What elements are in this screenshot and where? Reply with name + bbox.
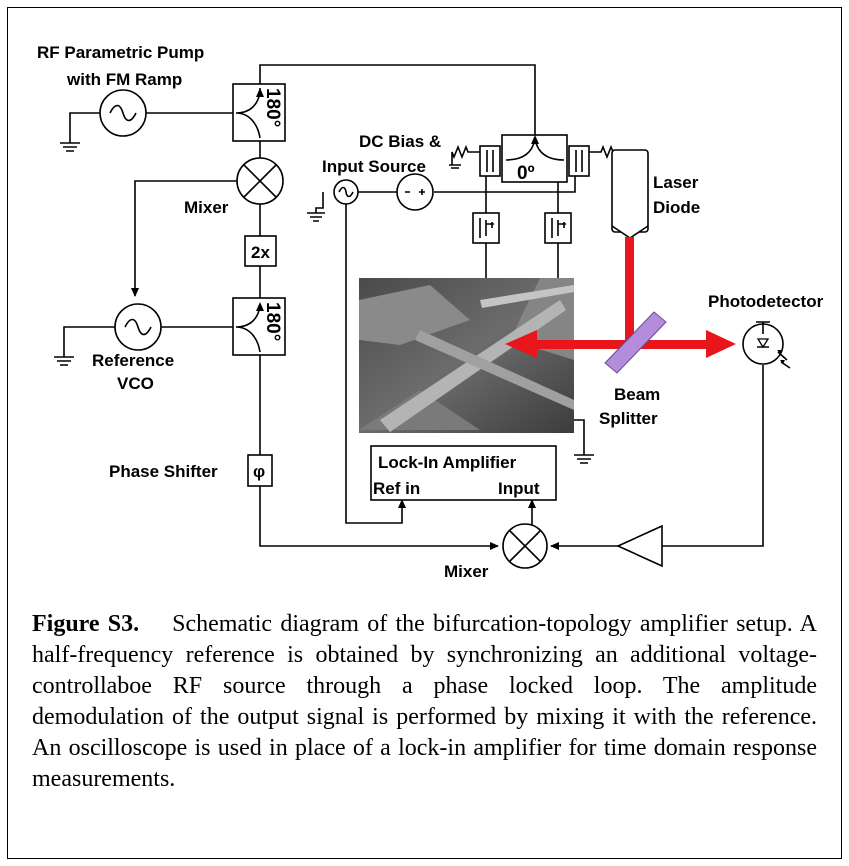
figure-caption: Figure S3. Schematic diagram of the bifu… [32, 609, 817, 795]
splitter-180-top [232, 83, 286, 142]
splitter3-angle: 0º [517, 163, 535, 184]
termination-left [449, 144, 480, 169]
ground-icon [574, 454, 594, 464]
lockin-input-label: Input [498, 479, 540, 498]
bias-tee-left [472, 212, 500, 244]
dc-block-left [479, 145, 501, 177]
laser-label-2: Diode [653, 198, 700, 217]
reference-label-1: Reference [92, 351, 174, 370]
phase-shifter-box [247, 454, 273, 487]
dc-bias-label-1: DC Bias & [359, 132, 441, 151]
dc-bias-ac-source [333, 179, 359, 205]
splitter2-angle: 180° [262, 302, 283, 341]
splitter1-angle: 180° [262, 88, 283, 127]
doubler-label: 2x [251, 243, 270, 262]
wiring [63, 64, 764, 550]
splitter-180-middle [232, 297, 286, 356]
lockin-title: Lock-In Amplifier [378, 453, 517, 472]
phase-shifter-label: Phase Shifter [109, 462, 218, 481]
laser-beam [505, 237, 736, 358]
photodetector-label: Photodetector [708, 292, 824, 311]
phi-label: φ [253, 462, 265, 481]
dc-bias-label-2: Input Source [322, 157, 426, 176]
ground-icon [54, 356, 74, 366]
ground-icon [60, 142, 80, 152]
lockin-amplifier-box [370, 445, 557, 501]
rf-pump-label-2: with FM Ramp [66, 70, 182, 89]
reference-label-2: VCO [117, 374, 154, 393]
dc-block-right [568, 145, 590, 177]
beam-splitter-label-2: Splitter [599, 409, 658, 428]
splitter-0-degree [501, 134, 568, 183]
laser-label-1: Laser [653, 173, 699, 192]
schematic-diagram: RF Parametric Pump with FM Ramp 180° Mix… [37, 43, 824, 581]
laser-diode [611, 149, 649, 239]
output-amplifier [616, 524, 663, 568]
bias-tee-right [544, 212, 572, 244]
dc-bias-dc-source [396, 173, 434, 211]
caption-label: Figure S3. [32, 611, 140, 637]
mixer-top-label: Mixer [184, 198, 229, 217]
mixer-top [236, 157, 284, 205]
device-sem-image [359, 278, 574, 433]
rf-pump-source [99, 89, 147, 137]
beam-splitter-label-1: Beam [614, 385, 660, 404]
ground-icon [307, 212, 325, 222]
beam-splitter [604, 311, 667, 374]
mixer-bottom-label: Mixer [444, 562, 489, 581]
doubler-box [244, 235, 277, 267]
lockin-ref-label: Ref in [373, 479, 420, 498]
caption-text: Schematic diagram of the bifurcation-top… [32, 611, 817, 792]
rf-pump-label-1: RF Parametric Pump [37, 43, 204, 62]
reference-vco [114, 303, 162, 351]
mixer-bottom [502, 523, 548, 569]
photodetector [742, 321, 791, 369]
